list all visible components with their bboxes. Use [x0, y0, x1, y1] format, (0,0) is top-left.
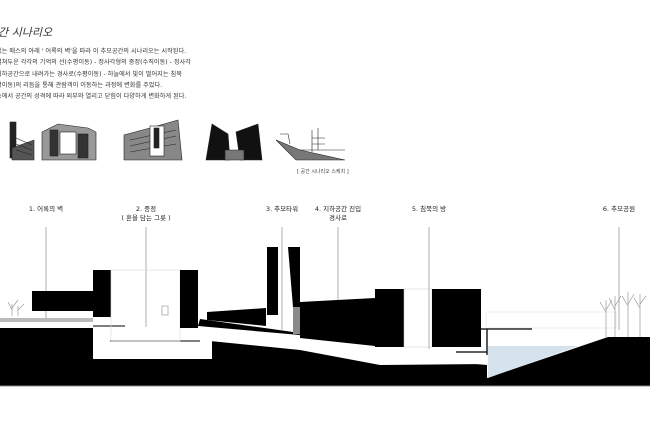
- label-memorial-tower: 3. 추모타워: [266, 205, 298, 214]
- ground-mass: [0, 328, 650, 386]
- label-wall-of-records: 1. 어록의 벽: [29, 205, 63, 214]
- label-text: 4. 지하공간 진입: [314, 205, 362, 213]
- trees: [7, 292, 647, 337]
- water-pool: [488, 346, 578, 378]
- paving: [0, 318, 93, 322]
- sketch-2: [41, 123, 97, 161]
- memorial-tower-right: [288, 247, 300, 307]
- desc-line: 펼쳐두운 각각의 기억의 선(수평이동) - 정사각형의 중정(수직이동) - …: [0, 59, 191, 67]
- label-courtyard: 2. 중정( 혼을 담는 그릇 ): [121, 205, 170, 223]
- memorial-tower-left: [267, 247, 278, 315]
- entry-ramp-mass: [300, 298, 375, 346]
- courtyard-wall: [180, 270, 198, 328]
- label-text: 6. 추모공원: [602, 205, 636, 213]
- label-text: 1. 어록의 벽: [28, 205, 64, 213]
- ramp-wedge: [207, 308, 266, 326]
- section-title: 간 시나리오: [0, 26, 53, 39]
- desc-line: 지하공간으로 내려가는 경사로(수평이동) - 하늘에서 빛이 떨어지는 침묵: [0, 70, 182, 78]
- label-text: 2. 중정: [135, 205, 157, 213]
- label-memorial-park: 6. 추모공원: [603, 205, 635, 214]
- scenario-description: 있는 매스의 아래 ' 어록의 벽'을 따라 이 추모공간의 시나리오는 시작된…: [0, 46, 191, 102]
- ramp-path: [186, 322, 487, 365]
- sketch-caption: [ 공간 시나리오 스케치 ]: [297, 169, 349, 175]
- wall-of-records-block: [93, 270, 111, 317]
- silence-room-right: [432, 289, 481, 347]
- label-text: 3. 추모타워: [265, 205, 299, 213]
- label-subtext: 경사로: [329, 214, 347, 222]
- sketches: [9, 119, 346, 161]
- silence-room-left: [375, 289, 404, 347]
- section-drawing: [0, 227, 650, 387]
- sketch-1: [9, 121, 35, 161]
- desc-line: 있는 매스의 아래 ' 어록의 벽'을 따라 이 추모공간의 시나리오는 시작된…: [0, 48, 187, 55]
- tower-light: [293, 307, 300, 334]
- desc-line: 평이동)의 리듬을 통해 관람객이 이동하는 과정에 변화를 주었다.: [0, 81, 163, 89]
- label-silence-room: 5. 침묵의 방: [412, 205, 446, 214]
- desc-line: 능에서 공간의 성격에 따라 외부와 열리고 닫힘이 다양하게 변화하게 된다.: [0, 93, 187, 101]
- sketch-5: [275, 128, 346, 161]
- silence-room-light: [403, 288, 433, 348]
- wall-of-records-bar: [32, 291, 94, 311]
- courtyard-pit: [94, 327, 212, 359]
- doorway: [161, 305, 169, 316]
- sketch-3: [123, 119, 183, 161]
- label-text: 5. 침묵의 방: [411, 205, 447, 213]
- label-subtext: ( 혼을 담는 그릇 ): [121, 214, 171, 222]
- sketch-4: [205, 123, 263, 161]
